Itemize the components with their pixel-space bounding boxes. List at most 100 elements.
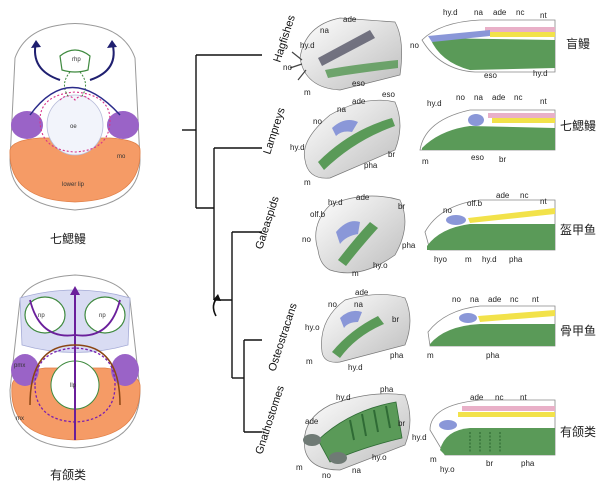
- ost-sec-label-ade: ade: [488, 295, 502, 304]
- galeaspid-section-notochord: [468, 208, 555, 223]
- gnathostome-section-pharynx: [440, 428, 555, 455]
- gna-label-ade: ade: [305, 417, 319, 426]
- gal-sec-label-pha: pha: [509, 255, 523, 264]
- gal-sec-label-ade: ade: [496, 191, 510, 200]
- lamprey-arrow-head-right: [107, 40, 117, 48]
- label-oe: oe: [70, 124, 77, 130]
- gal-sec-label-no: no: [443, 206, 452, 215]
- phylogenetic-tree: [182, 54, 262, 433]
- gna-label-pha: pha: [380, 385, 394, 394]
- gal-label-m: m: [352, 269, 359, 278]
- gal-sec-label-olfb: olf.b: [467, 199, 483, 208]
- lamprey-lower-lip-region: [9, 137, 141, 203]
- label-lower-lip: lower lip: [62, 182, 85, 188]
- gal-sec-label-nc: nc: [520, 191, 528, 200]
- ost-label-na: na: [354, 300, 363, 309]
- lamprey-pink-mark: [59, 95, 91, 101]
- lamprey-section-notochord: [492, 118, 555, 123]
- lam-sec-label-hyd: hy.d: [427, 99, 442, 108]
- lamprey-section-neural: [488, 113, 555, 118]
- lam-sec-label-br: br: [499, 155, 506, 164]
- ost-label-hyd: hy.d: [348, 363, 363, 372]
- ost-label-pha: pha: [390, 351, 404, 360]
- lam-label-pha: pha: [364, 161, 378, 170]
- gnathostome-3d-gill-slits: [349, 405, 391, 441]
- ost-sec-label-pha: pha: [486, 351, 500, 360]
- hag-label-hyd: hy.d: [300, 41, 315, 50]
- gal-sec-label-nt: nt: [540, 197, 547, 206]
- gna-label-m: m: [296, 463, 303, 472]
- label-np-left: np: [38, 313, 45, 319]
- gnathostome-hypophysis-path: [29, 344, 121, 406]
- lam-chinese-name: 七鳃鳗: [560, 119, 596, 133]
- gal-label-ade: ade: [356, 193, 370, 202]
- osteostracan-3d-nasal: [340, 310, 362, 328]
- gal-label-hyo: hy.o: [373, 261, 388, 270]
- hagfish-head-3d: [299, 17, 402, 91]
- lam-sec-label-m: m: [422, 157, 429, 166]
- osteostracan-section-pharynx: [430, 324, 555, 346]
- gna-sec-label-ade: ade: [470, 393, 484, 402]
- gnathostome-3d-nostril-left: [303, 434, 321, 446]
- gal-sec-label-m: m: [465, 255, 472, 264]
- hag-sec-label-hyd: hy.d: [443, 8, 458, 17]
- gnathostome-arrow-head-top: [70, 286, 80, 295]
- hagfish-section-nasal: [428, 30, 490, 42]
- hag-label-na: na: [320, 26, 329, 35]
- lamprey-3d-nasal: [332, 120, 358, 136]
- gnathostome-section-notochord: [458, 412, 555, 417]
- lamprey-nasohypophysis: [59, 49, 91, 73]
- label-mx: mx: [16, 416, 24, 422]
- gnathostome-premaxilla-left: [11, 354, 39, 386]
- hag-sec-label-nt: nt: [540, 11, 547, 20]
- hagfish-tentacles: [289, 51, 307, 81]
- gal-label-pha: pha: [402, 241, 416, 250]
- gnathostome-arrow-left: [29, 299, 76, 337]
- lam-label-m: m: [304, 178, 311, 187]
- lamprey-inner-arrow: [29, 86, 121, 116]
- gna-label-na: na: [352, 466, 361, 475]
- lam-label-br: br: [388, 150, 395, 159]
- ost-chinese-name: 骨甲鱼: [560, 324, 596, 338]
- gnathostome-nasal-pit-right: [84, 296, 126, 334]
- ost-sec-label-na: na: [470, 295, 479, 304]
- osteostracan-section-notochord: [478, 310, 555, 322]
- taxon-name-galeaspids: Galeaspids: [253, 194, 282, 251]
- ost-label-m: m: [306, 357, 313, 366]
- ost-label-ade: ade: [355, 288, 369, 297]
- ost-sec-label-nc: nc: [510, 295, 518, 304]
- gal-label-hyd: hy.d: [328, 198, 343, 207]
- lamprey-upper-lip-left: [11, 111, 43, 139]
- taxon-name-hagfishes: Hagfishes: [271, 13, 298, 64]
- caption-gnathostome: 有颌类: [50, 467, 86, 482]
- label-pmx: pmx: [14, 363, 25, 369]
- galeaspid-section-olfactory: [446, 215, 466, 225]
- lamprey-oral-region: [46, 94, 104, 156]
- lam-label-na: na: [337, 105, 346, 114]
- ost-sec-label-no: no: [452, 295, 461, 304]
- hagfish-section-neural: [485, 27, 555, 32]
- gal-label-olfb: olf.b: [310, 210, 326, 219]
- gal-label-no: no: [302, 235, 311, 244]
- ost-sec-label-m: m: [427, 351, 434, 360]
- hag-label-ade: ade: [343, 15, 357, 24]
- gnathostome-3d-nostril-right: [329, 452, 347, 464]
- lam-sec-label-nt: nt: [540, 97, 547, 106]
- gna-label-hyo: hy.o: [372, 453, 387, 462]
- lam-sec-label-no: no: [456, 93, 465, 102]
- galeaspid-3d-olfactory: [336, 221, 360, 244]
- hag-label-m: m: [304, 88, 311, 97]
- hag-chinese-name: 盲鳗: [566, 36, 590, 51]
- gal-sec-label-hyd: hy.d: [482, 255, 497, 264]
- lam-sec-label-ade: ade: [492, 93, 506, 102]
- gna-sec-label-nc: nc: [495, 393, 503, 402]
- gna-sec-label-nt: nt: [520, 393, 527, 402]
- hagfish-pharynx: [325, 60, 398, 78]
- gna-label-no: no: [322, 471, 331, 480]
- caption-lamprey: 七鳃鳗: [50, 232, 86, 246]
- gna-label-hyd: hy.d: [336, 393, 351, 402]
- taxon-name-osteostracans: Osteostracans: [266, 301, 299, 373]
- hag-sec-label-no: no: [410, 41, 419, 50]
- gna-chinese-name: 有颌类: [560, 424, 596, 439]
